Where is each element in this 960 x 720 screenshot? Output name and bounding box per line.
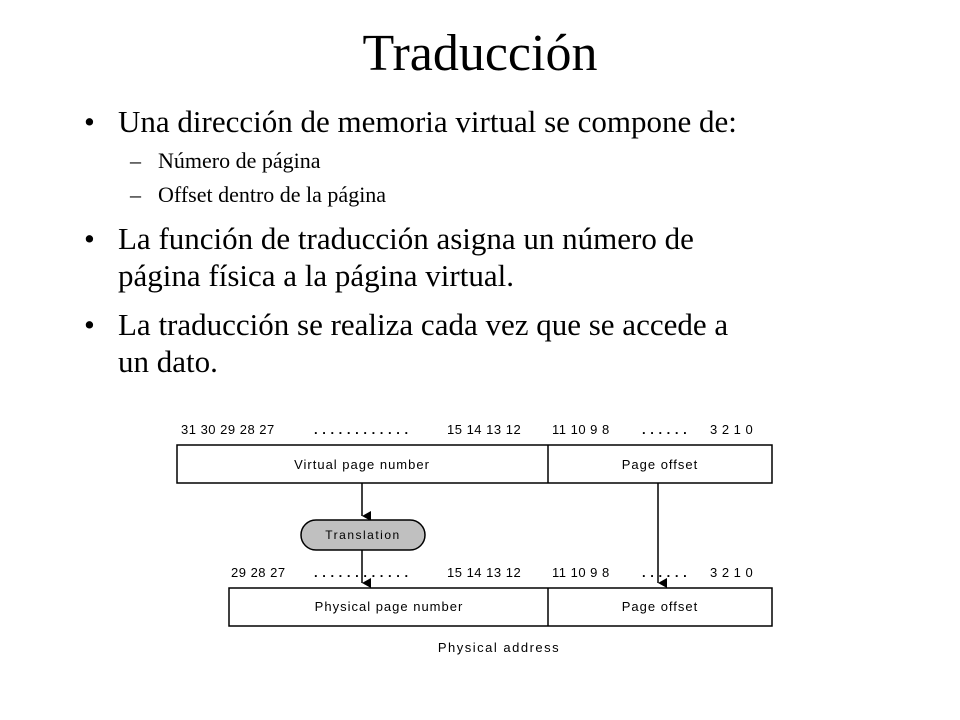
dash-icon: –	[130, 148, 141, 173]
bullet-text-continued: página física a la página virtual.	[118, 258, 514, 293]
physical-bits-low: 3 2 1 0	[710, 565, 753, 580]
bullet-icon: •	[84, 221, 95, 256]
dash-icon: –	[130, 182, 141, 207]
physical-dots-left: . . . . . . . . . . . .	[314, 565, 409, 580]
sub-bullet-item: – Número de página	[82, 148, 902, 174]
physical-bits-offset: 11 10 9 8	[552, 565, 610, 580]
virtual-bits-high: 31 30 29 28 27	[181, 422, 275, 437]
bullet-icon: •	[84, 104, 95, 139]
virtual-dots-left: . . . . . . . . . . . .	[314, 422, 409, 437]
bullet-text-continued: un dato.	[118, 344, 218, 379]
translation-pill	[300, 519, 426, 551]
bullet-item: • La traducción se realiza cada vez que …	[82, 306, 902, 380]
bullet-icon: •	[84, 307, 95, 342]
physical-dots-right: . . . . . .	[642, 565, 687, 580]
bullet-text: La función de traducción asigna un númer…	[118, 221, 694, 256]
virtual-dots-right: . . . . . .	[642, 422, 687, 437]
physical-address-box	[228, 587, 773, 627]
bullet-text: La traducción se realiza cada vez que se…	[118, 307, 729, 342]
virtual-page-number-label: Virtual page number	[294, 457, 430, 472]
physical-address-caption: Physical address	[438, 640, 560, 655]
virtual-page-offset-label: Page offset	[622, 457, 699, 472]
bullet-list: • Una dirección de memoria virtual se co…	[82, 103, 902, 380]
physical-page-number-label: Physical page number	[315, 599, 464, 614]
virtual-bits-low: 3 2 1 0	[710, 422, 753, 437]
virtual-bits-mid: 15 14 13 12	[447, 422, 521, 437]
bullet-text: Una dirección de memoria virtual se comp…	[118, 104, 737, 139]
sub-bullet-text: Número de página	[158, 148, 321, 173]
sub-bullet-item: – Offset dentro de la página	[82, 182, 902, 208]
sub-bullet-text: Offset dentro de la página	[158, 182, 387, 207]
virtual-address-box	[176, 444, 773, 484]
slide-title: Traducción	[362, 25, 598, 82]
bullet-item: • La función de traducción asigna un núm…	[82, 220, 902, 294]
physical-bits-mid: 15 14 13 12	[447, 565, 521, 580]
virtual-bits-offset: 11 10 9 8	[552, 422, 610, 437]
physical-bits-high: 29 28 27	[231, 565, 286, 580]
translation-label: Translation	[325, 528, 400, 542]
bullet-item: • Una dirección de memoria virtual se co…	[82, 103, 902, 140]
physical-page-offset-label: Page offset	[622, 599, 699, 614]
